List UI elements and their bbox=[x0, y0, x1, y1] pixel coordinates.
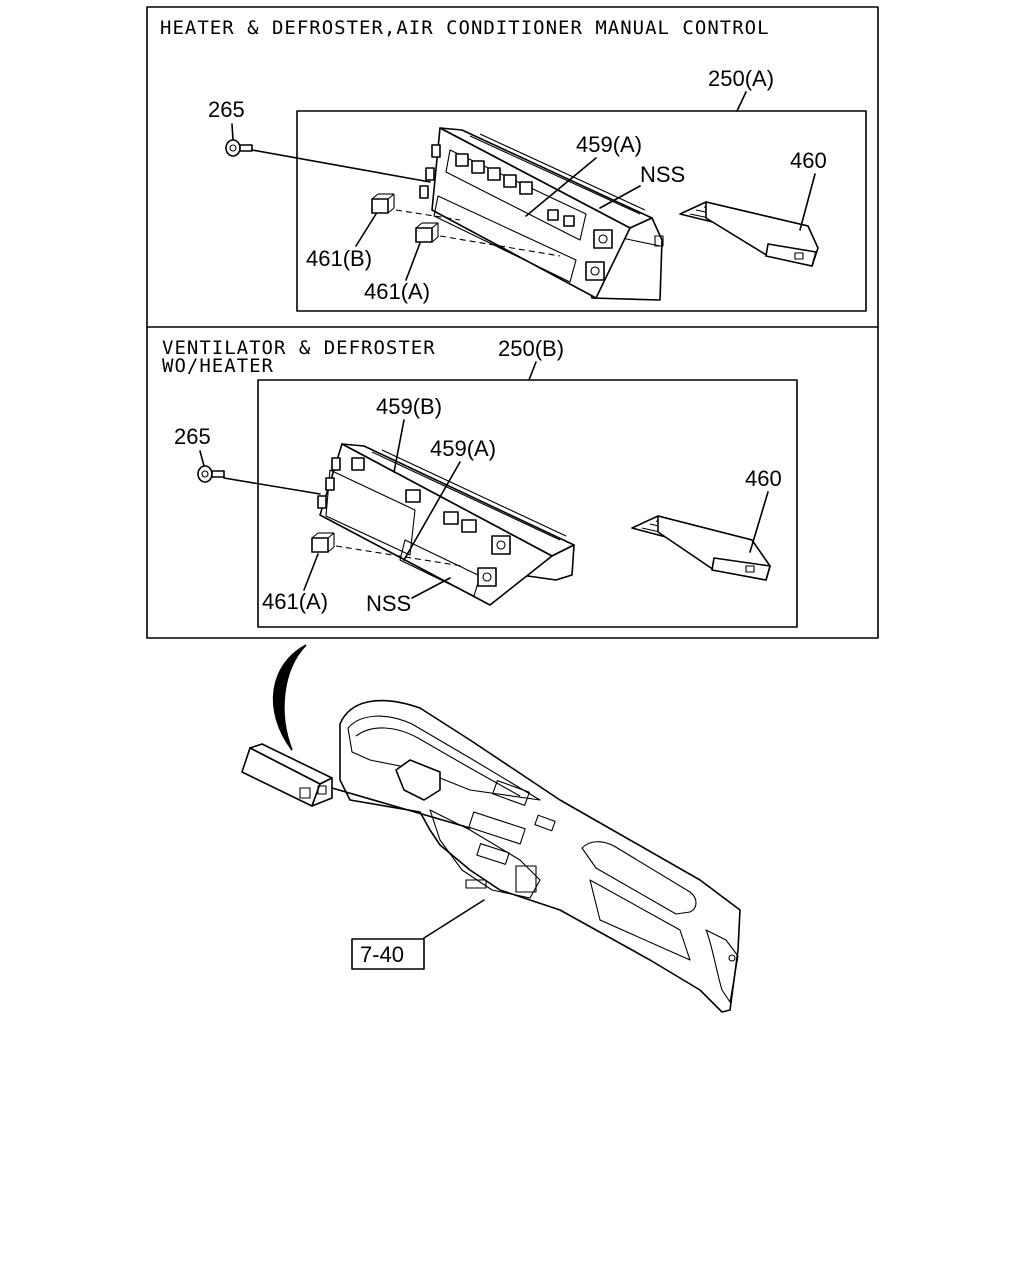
leader-461b bbox=[355, 213, 377, 247]
panel-b-title-line1: VENTILATOR & DEFROSTER bbox=[162, 337, 436, 359]
callout-265-a[interactable]: 265 bbox=[208, 97, 245, 122]
knob-461a-dash bbox=[439, 235, 561, 257]
panel-a-title: HEATER & DEFROSTER,AIR CONDITIONER MANUA… bbox=[160, 17, 770, 39]
callout-nss-b[interactable]: NSS bbox=[366, 591, 411, 616]
leader-nss-b bbox=[411, 577, 451, 599]
leader-459a-b bbox=[403, 461, 461, 561]
leader-460-a bbox=[799, 173, 816, 231]
panel-heater-ac-manual-control: HEATER & DEFROSTER,AIR CONDITIONER MANUA… bbox=[160, 17, 867, 312]
side-vent bbox=[705, 929, 739, 1003]
glovebox-vent bbox=[581, 841, 697, 915]
knob-461a-b bbox=[311, 532, 335, 553]
leader-460-b bbox=[749, 491, 769, 553]
callout-250a[interactable]: 250(A) bbox=[708, 66, 774, 91]
center-vent bbox=[492, 780, 530, 806]
dashboard-illustration: 7-40 bbox=[241, 644, 741, 1013]
lower-console bbox=[429, 809, 541, 899]
panel-a-assembly-box bbox=[296, 110, 867, 312]
leader-459a-a bbox=[525, 157, 597, 217]
leader-461a-b bbox=[303, 553, 319, 591]
callout-nss-a[interactable]: NSS bbox=[640, 162, 685, 187]
leader-250a bbox=[736, 91, 747, 112]
dashboard-outline bbox=[339, 699, 741, 1013]
panel-ventilator-defroster: VENTILATOR & DEFROSTER WO/HEATER 250(B) … bbox=[162, 336, 798, 628]
curved-arrow-icon bbox=[272, 644, 307, 751]
knob-461a-b-dash bbox=[335, 545, 463, 567]
knob-461b-a bbox=[371, 193, 395, 214]
screw-icon-b bbox=[197, 465, 225, 483]
control-unit-b bbox=[317, 443, 575, 606]
loose-control-unit bbox=[241, 743, 333, 807]
screw-icon-a bbox=[225, 139, 253, 157]
screw-line-a bbox=[251, 149, 431, 183]
leader-459b bbox=[393, 419, 405, 473]
steering-column bbox=[395, 759, 441, 801]
reference-label[interactable]: 7-40 bbox=[360, 942, 404, 967]
callout-460-b[interactable]: 460 bbox=[745, 466, 782, 491]
callout-459a-a[interactable]: 459(A) bbox=[576, 132, 642, 157]
callout-459b[interactable]: 459(B) bbox=[376, 394, 442, 419]
control-slot bbox=[468, 811, 526, 845]
leader-265-b bbox=[199, 450, 205, 467]
leader-265-a bbox=[231, 123, 234, 141]
upper-frame bbox=[146, 6, 879, 639]
control-unit-a bbox=[419, 127, 664, 301]
callout-461a-b[interactable]: 461(A) bbox=[262, 589, 328, 614]
leader-250b bbox=[528, 361, 537, 381]
panel-b-assembly-box bbox=[257, 379, 798, 628]
leader-nss-a bbox=[599, 185, 641, 209]
module-460-b bbox=[631, 515, 771, 581]
screw-line-b bbox=[223, 477, 321, 495]
glovebox bbox=[589, 879, 691, 961]
callout-461b[interactable]: 461(B) bbox=[306, 246, 372, 271]
callout-265-b[interactable]: 265 bbox=[174, 424, 211, 449]
leader-461a-a bbox=[405, 242, 421, 281]
knob-461b-dash bbox=[395, 209, 461, 221]
reference-box bbox=[351, 938, 425, 970]
leader-7-40 bbox=[423, 899, 485, 939]
module-460-a bbox=[679, 201, 819, 267]
callout-250b[interactable]: 250(B) bbox=[498, 336, 564, 361]
panel-b-title-line2: WO/HEATER bbox=[162, 355, 274, 377]
callout-459a-b[interactable]: 459(A) bbox=[430, 436, 496, 461]
callout-460-a[interactable]: 460 bbox=[790, 148, 827, 173]
callout-461a-a[interactable]: 461(A) bbox=[364, 279, 430, 304]
knob-461a-a bbox=[415, 222, 439, 243]
